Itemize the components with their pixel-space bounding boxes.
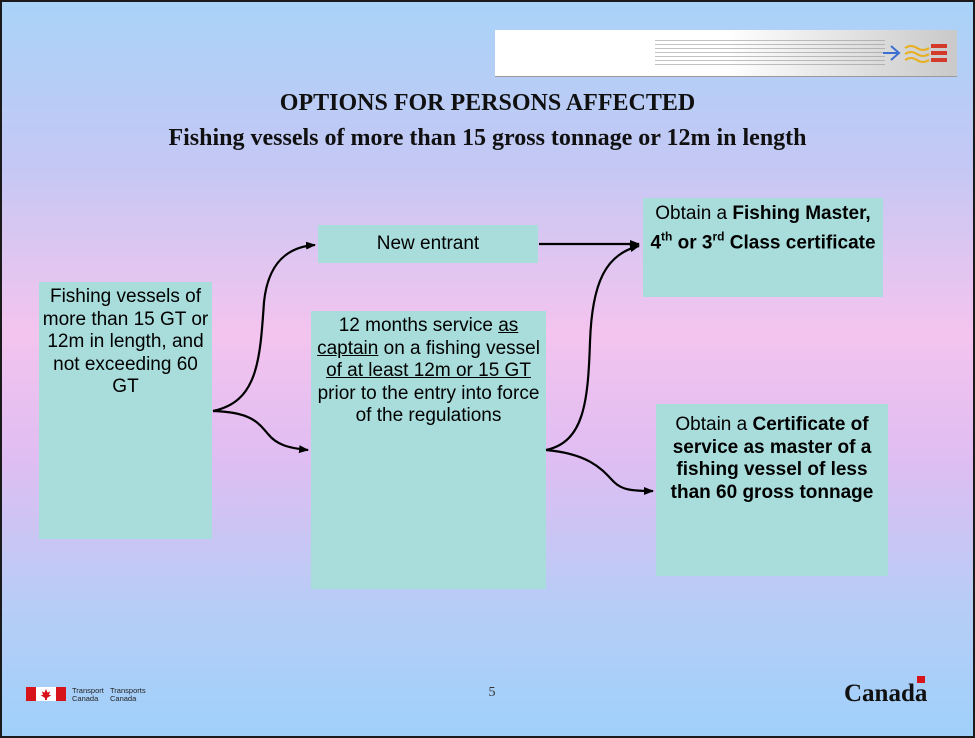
slide-title: OPTIONS FOR PERSONS AFFECTED — [279, 90, 696, 116]
page-number: 5 — [488, 685, 496, 700]
arrow-service-to-master — [545, 244, 640, 452]
fm-sup-rd: rd — [712, 229, 725, 244]
dept-fr-line1: Transports — [110, 686, 146, 695]
wordmark-flag-icon — [917, 676, 926, 683]
new-entrant-box: New entrant — [318, 225, 538, 263]
service-text-1: 12 months service — [338, 315, 499, 336]
new-entrant-text: New entrant — [376, 233, 480, 254]
vessel-category-text: Fishing vessels of more than 15 GT or 12… — [42, 286, 209, 397]
canada-wordmark: Canada — [844, 676, 928, 708]
service-text-2: on a fishing vessel — [378, 337, 540, 359]
certificate-of-service-box: Obtain a Certificate of service as maste… — [656, 404, 888, 576]
dept-fr-line2: Canada — [110, 694, 137, 703]
fm-sup-th: th — [661, 229, 673, 244]
slide-subtitle: Fishing vessels of more than 15 gross to… — [168, 125, 807, 151]
service-requirement-box: 12 months service as captain on a fishin… — [311, 311, 546, 589]
canada-flag-icon — [26, 687, 66, 701]
fm-text-1: Obtain a — [655, 203, 733, 224]
fm-text-bold-1: Fishing Master, 4 — [650, 203, 871, 253]
dept-name-fr: Transports Canada — [110, 687, 146, 703]
service-text-size: of at least 12m or 15 GT — [326, 360, 531, 381]
transport-modes-icon — [883, 44, 947, 63]
vessel-category-box: Fishing vessels of more than 15 GT or 12… — [39, 282, 212, 539]
fishing-master-box: Obtain a Fishing Master, 4th or 3rd Clas… — [643, 198, 883, 297]
cert-text-1: Obtain a — [675, 414, 753, 435]
service-text-3: prior to the entry into force of the reg… — [317, 382, 540, 427]
arrow-service-to-certificate — [545, 448, 654, 495]
cert-text-bold: Certificate of service as master of a fi… — [670, 414, 874, 503]
service-text-captain: as captain — [317, 315, 519, 359]
header-banner — [495, 30, 957, 77]
dept-en-line2: Canada — [72, 694, 99, 703]
arrow-to-new-entrant — [212, 241, 316, 413]
fm-text-bold-2: or 3 — [672, 231, 713, 253]
banner-stripes — [655, 40, 885, 66]
fm-text-bold-3: Class certificate — [724, 231, 876, 253]
dept-name-en: Transport Canada — [72, 687, 104, 703]
arrow-to-service — [212, 409, 309, 454]
wordmark-text: Canada — [844, 680, 928, 707]
dept-en-line1: Transport — [72, 686, 104, 695]
